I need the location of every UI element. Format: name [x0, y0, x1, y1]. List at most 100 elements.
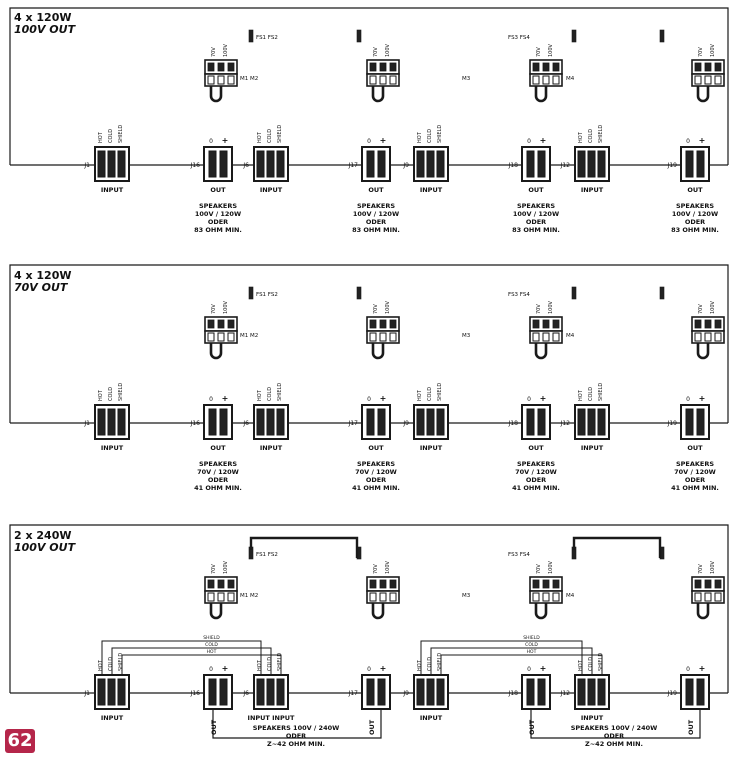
panel-1-input-label-3: INPUT — [420, 186, 443, 194]
panel-2-selector-m12-bpin-2 — [227, 332, 235, 342]
panel-1-selector-m12-hpin-1 — [217, 62, 225, 72]
panel-1-input-1-pin-1 — [107, 150, 116, 178]
panel-2-selector-m4-hpin-2 — [552, 319, 560, 329]
panel-1-j12-label: J12 — [560, 162, 571, 169]
panel-1-out-3-plus-label: + — [540, 136, 547, 145]
panel-2-out-2-pin-0 — [366, 408, 375, 436]
panel-1-fs34-label: FS3 FS4 — [508, 35, 530, 41]
panel-1-out-label-1: OUT — [210, 186, 226, 194]
panel-2-out-1-zero-label: 0 — [209, 396, 213, 403]
panel-2-fs34-label: FS3 FS4 — [508, 292, 530, 298]
panel-2-out-3-body — [521, 404, 551, 440]
panel-1-out-label-4: OUT — [687, 186, 703, 194]
panel-3-j6-label: J6 — [242, 690, 249, 697]
panel-2-selector-m5-bpin-1 — [704, 332, 712, 342]
panel-2-selector-m12-bpin-0 — [207, 332, 215, 342]
panel-2-selector-m12-100v-label: 100V — [223, 300, 229, 314]
panel-2-speaker-text-3-3: 41 OHM MIN. — [512, 484, 560, 492]
panel-2-selector-m5-hpin-1 — [704, 319, 712, 329]
panel-2-out-4-pin-1 — [696, 408, 705, 436]
panel-3-selector-m3-bpin-2 — [389, 592, 397, 602]
panel-1-input-4-pin-2 — [597, 150, 606, 178]
panel-3-out-1-pin-0 — [208, 678, 217, 706]
panel-1-input-3-shield-label: SHIELD — [437, 125, 443, 143]
panel-3-speaker-text-1-1: ODER — [286, 732, 306, 740]
panel-2-selector-m4-100v-label: 100V — [548, 300, 554, 314]
panel-2-input-2-pin-2 — [276, 408, 285, 436]
panel-2-j19-label: J19 — [667, 420, 678, 427]
panel-2-selector-m4-jumper — [534, 343, 548, 360]
panel-2-selector-m5-70v-label: 70V — [698, 304, 704, 314]
panel-1-j17-label: J17 — [348, 162, 359, 169]
panel-1-input-2-shield-label: SHIELD — [277, 125, 283, 143]
panel-2-input-2-pin-1 — [266, 408, 275, 436]
panel-3-input-1-hot-label: HOT — [98, 659, 104, 671]
panel-3-selector-m4-70v-label: 70V — [536, 564, 542, 574]
panel-2-input-1-pin-1 — [107, 408, 116, 436]
panel-3-input-4-pin-2 — [597, 678, 606, 706]
panel-3-selector-m12-bpin-0 — [207, 592, 215, 602]
panel-1-speaker-text-2-2: ODER — [366, 218, 386, 226]
panel-1-out-1-body — [203, 146, 233, 182]
panel-3-selector-m12-jumper — [209, 603, 223, 620]
panel-2-input-2-shield-label: SHIELD — [277, 383, 283, 401]
panel-1-input-4-pin-1 — [587, 150, 596, 178]
panel-3-bridge-wire-2-1 — [430, 647, 593, 675]
panel-1-out-3-pin-0 — [526, 150, 535, 178]
panel-2-input-1-pin-0 — [97, 408, 106, 436]
panel-1-title: 4 x 120W 100V OUT — [14, 12, 75, 36]
panel-1-speaker-text-1-3: 83 OHM MIN. — [194, 226, 242, 234]
panel-3-m4-label: M4 — [566, 593, 575, 599]
panel-1-speaker-text-3-3: 83 OHM MIN. — [512, 226, 560, 234]
panel-2-fuse-2 — [356, 286, 362, 300]
page-number-badge: 62 — [5, 729, 35, 753]
panel-2-input-3-pin-0 — [416, 408, 425, 436]
panel-2-selector-m12-hpin-1 — [217, 319, 225, 329]
panel-3-input-1-shield-label: SHIELD — [118, 653, 124, 671]
panel-3-bridge-wire-1-2 — [121, 654, 282, 675]
panel-2-input-1-shield-label: SHIELD — [118, 383, 124, 401]
panel-3-input-4-cold-label: COLD — [588, 657, 594, 671]
panel-3-selector-m4-hpin-2 — [552, 579, 560, 589]
panel-1-input-1-hot-label: HOT — [98, 131, 104, 143]
panel-2-out-3-pin-1 — [537, 408, 546, 436]
panel-2-subtitle: 70V OUT — [14, 281, 68, 294]
panel-3-selector-m4-bpin-2 — [552, 592, 560, 602]
panel-2-m12-label: M1 M2 — [240, 333, 258, 339]
panel-2-selector-m5-hpin-2 — [714, 319, 722, 329]
panel-3-bridge-cold-label-2: COLD — [525, 642, 538, 648]
panel-2-selector-m5-bpin-2 — [714, 332, 722, 342]
panel-3-selector-m5-70v-label: 70V — [698, 564, 704, 574]
panel-2-title-main: 4 x 120W — [14, 269, 72, 282]
panel-3-bridge-wire-2-2 — [440, 654, 603, 675]
panel-3-selector-m3-hpin-1 — [379, 579, 387, 589]
panel-1-out-1-pin-1 — [219, 150, 228, 178]
panel-3-title: 2 x 240W 100V OUT — [14, 530, 75, 554]
panel-3-m12-label: M1 M2 — [240, 593, 258, 599]
panel-3-bridge-shield-label-2: SHIELD — [523, 635, 540, 641]
panel-3-speaker-loop-2 — [530, 709, 701, 739]
panel-1-selector-m5-bpin-0 — [694, 75, 702, 85]
panel-1-frame — [9, 7, 729, 165]
panel-1-out-3-pin-1 — [537, 150, 546, 178]
panel-3-selector-m5-jumper — [696, 603, 710, 620]
panel-2-out-2-zero-label: 0 — [367, 396, 371, 403]
panel-3-selector-m12-hpin-0 — [207, 579, 215, 589]
panel-2-input-1-cold-label: COLD — [108, 387, 114, 401]
panel-3-input-1-pin-0 — [97, 678, 106, 706]
panel-2-input-1-hot-label: HOT — [98, 389, 104, 401]
panel-3-m3-label: M3 — [462, 593, 471, 599]
panel-3-selector-m3-hpin-2 — [389, 579, 397, 589]
panel-3-frame — [9, 524, 729, 693]
panel-3-input-4-shield-label: SHIELD — [598, 653, 604, 671]
panel-3-input-label-1: INPUT — [101, 714, 124, 722]
panel-1-selector-m5-bpin-2 — [714, 75, 722, 85]
panel-3-title-main: 2 x 240W — [14, 529, 72, 542]
panel-1-selector-m12-jumper — [209, 86, 223, 103]
panel-3-out-2-pin-0 — [366, 678, 375, 706]
panel-3-out-vertical-2-a: OUT — [528, 719, 536, 735]
panel-3-bridge-wire-1-1 — [111, 647, 272, 675]
panel-2-input-label-4: INPUT — [581, 444, 604, 452]
panel-2-out-4-pin-0 — [685, 408, 694, 436]
panel-1-fuse-1 — [248, 29, 254, 43]
